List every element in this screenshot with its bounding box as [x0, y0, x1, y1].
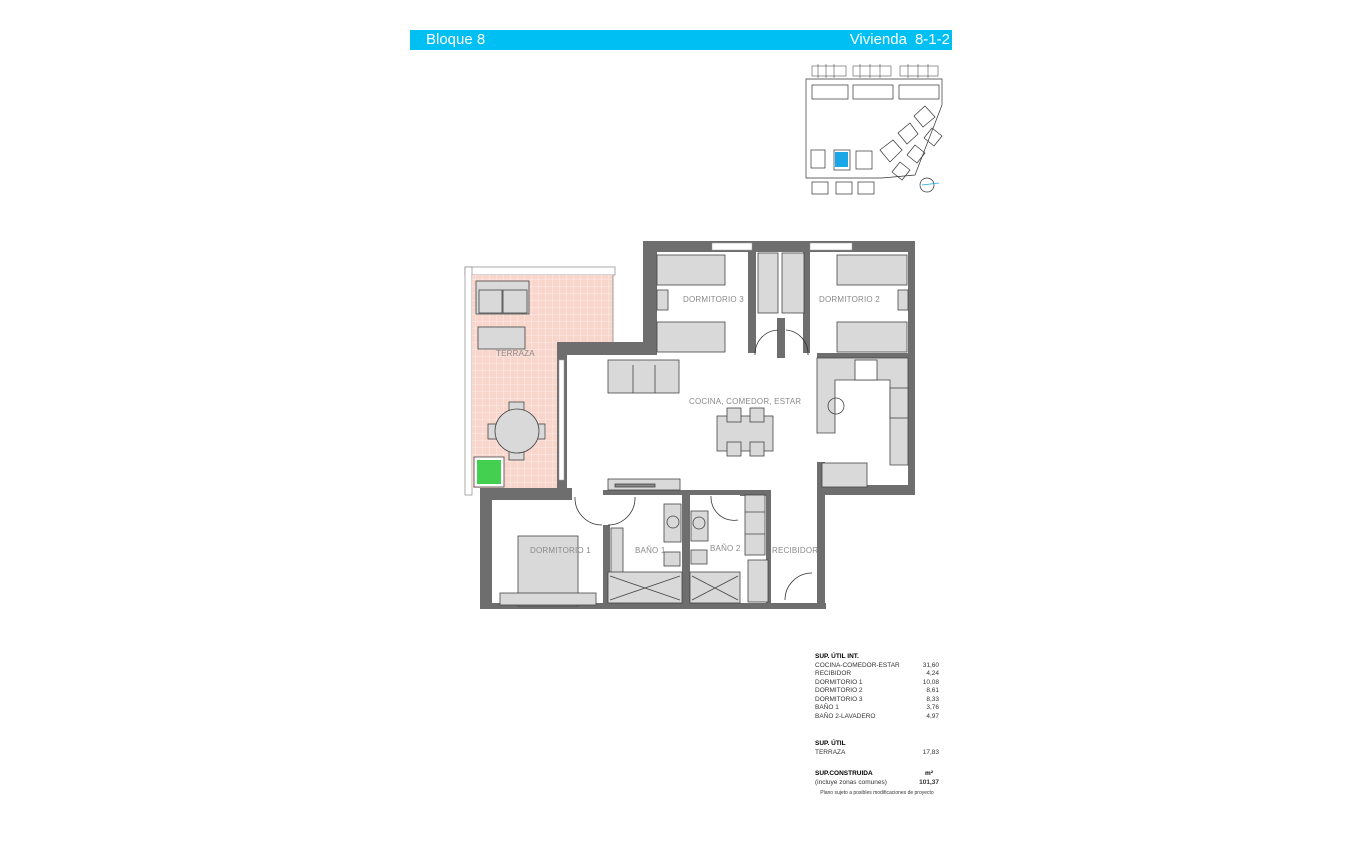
plant-icon: [477, 460, 501, 484]
unit-code: 8-1-2: [914, 31, 950, 48]
site-outline: [805, 78, 943, 179]
useful-title: SUP. ÚTIL: [815, 740, 846, 747]
interior-title: SUP. ÚTIL INT.: [815, 653, 859, 660]
room-label-dormitorio-2: DORMITORIO 2: [819, 295, 880, 304]
built-value-row: (incluye zonas comunes)101,37: [815, 778, 939, 786]
compass-icon: [919, 177, 935, 193]
header-bar: Bloque 8 Vivienda 8-1-2: [410, 30, 952, 50]
room-label-terraza: TERRAZA: [496, 349, 535, 358]
furniture: [499, 252, 909, 607]
terrace-rail-left: [464, 266, 473, 496]
highlighted-unit: [835, 152, 848, 167]
block-label: Bloque 8: [426, 31, 486, 48]
unit-label-group: Vivienda 8-1-2: [850, 31, 950, 48]
windows: [558, 242, 853, 481]
room-label-bano-2: BAÑO 2: [710, 544, 741, 553]
cooktop-icon: [854, 359, 878, 381]
unit-label: Vivienda: [849, 31, 907, 48]
site-parking-top: [811, 64, 939, 78]
site-plan: [805, 64, 943, 195]
room-label-cocina: COCINA, COMEDOR, ESTAR: [689, 397, 801, 406]
room-label-dormitorio-1: DORMITORIO 1: [530, 546, 591, 555]
room-label-bano-1: BAÑO 1: [635, 546, 666, 555]
room-label-recibidor: RECIBIDOR: [772, 546, 818, 555]
doors: [574, 329, 813, 601]
room-label-dormitorio-3: DORMITORIO 3: [683, 295, 744, 304]
disclaimer: Plano sujeto a posibles modificaciones d…: [820, 790, 934, 796]
terrace-rail-top: [464, 266, 616, 276]
